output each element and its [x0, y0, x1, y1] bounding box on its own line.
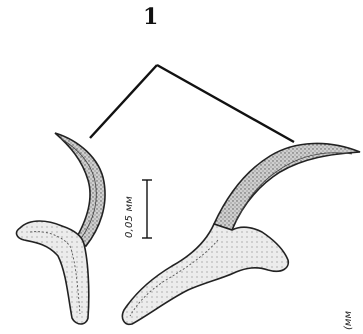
leader-line-left [90, 65, 157, 138]
edge-label-fragment: (мм [343, 311, 354, 330]
scale-bar [142, 180, 152, 238]
hook-left-base [17, 221, 89, 324]
hook-right-base [122, 224, 288, 324]
hook-left [17, 133, 106, 324]
hook-right [122, 143, 360, 324]
callout-leader-lines [90, 65, 294, 142]
hook-right-blade [214, 143, 360, 230]
leader-line-right [157, 65, 294, 142]
callout-number-label: 1 [143, 4, 158, 30]
scale-bar-label: 0,05 мм [124, 178, 138, 238]
